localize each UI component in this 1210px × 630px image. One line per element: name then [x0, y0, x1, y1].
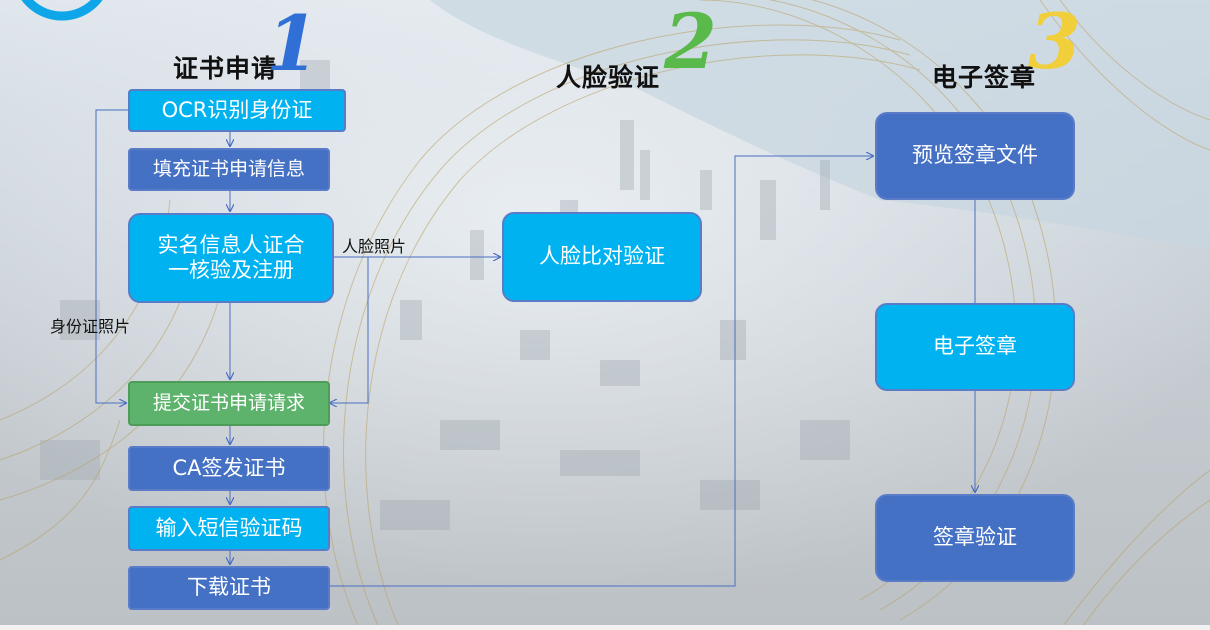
edge-label-id-photo: 身份证照片 — [50, 317, 131, 336]
step-realname-line1: 实名信息人证合 — [157, 232, 305, 257]
step-enter-sms-code[interactable]: 输入短信验证码 — [128, 506, 330, 551]
logo-ring — [21, 0, 103, 21]
step-download-cert-label: 下载证书 — [187, 575, 271, 600]
step-fill-cert-info-label: 填充证书申请信息 — [152, 158, 305, 181]
section-number-3: 3 — [1028, 0, 1081, 86]
step-submit-cert-request-label: 提交证书申请请求 — [152, 392, 305, 415]
step-ocr-id-card[interactable]: OCR识别身份证 — [128, 89, 346, 132]
step-face-compare-verify[interactable]: 人脸比对验证 — [502, 212, 702, 302]
step-seal-verify-label: 签章验证 — [933, 525, 1017, 550]
step-realname-line2: 一核验及注册 — [168, 258, 294, 282]
section-number-1: 1 — [266, 0, 319, 88]
arrow-id-photo-loop — [95, 109, 128, 403]
step-electronic-seal[interactable]: 电子签章 — [875, 303, 1075, 391]
step-preview-seal-doc[interactable]: 预览签章文件 — [875, 112, 1075, 200]
bottom-strip — [0, 625, 1210, 630]
step-download-cert[interactable]: 下载证书 — [128, 566, 330, 610]
section-title-face-verify: 人脸验证 — [556, 63, 661, 92]
section-title-e-seal: 电子签章 — [932, 63, 1037, 92]
step-preview-seal-doc-label: 预览签章文件 — [912, 143, 1038, 168]
section-title-cert-apply: 证书申请 — [173, 54, 278, 83]
step-enter-sms-code-label: 输入短信验证码 — [155, 515, 303, 540]
step-ocr-id-card-label: OCR识别身份证 — [161, 97, 313, 122]
step-realname-verify-register[interactable]: 实名信息人证合 一核验及注册 — [128, 213, 334, 303]
step-ca-issue-cert[interactable]: CA签发证书 — [128, 446, 330, 491]
step-seal-verify[interactable]: 签章验证 — [875, 494, 1075, 582]
step-submit-cert-request[interactable]: 提交证书申请请求 — [128, 381, 330, 426]
arrow-download-to-preview — [330, 156, 873, 587]
edge-label-face-photo: 人脸照片 — [342, 237, 407, 256]
step-electronic-seal-label: 电子签章 — [933, 334, 1017, 359]
step-fill-cert-info[interactable]: 填充证书申请信息 — [128, 148, 330, 191]
step-face-compare-verify-label: 人脸比对验证 — [539, 244, 665, 269]
step-ca-issue-cert-label: CA签发证书 — [172, 455, 286, 480]
section-number-2: 2 — [664, 0, 717, 86]
arrow-face-to-submit — [330, 257, 369, 403]
